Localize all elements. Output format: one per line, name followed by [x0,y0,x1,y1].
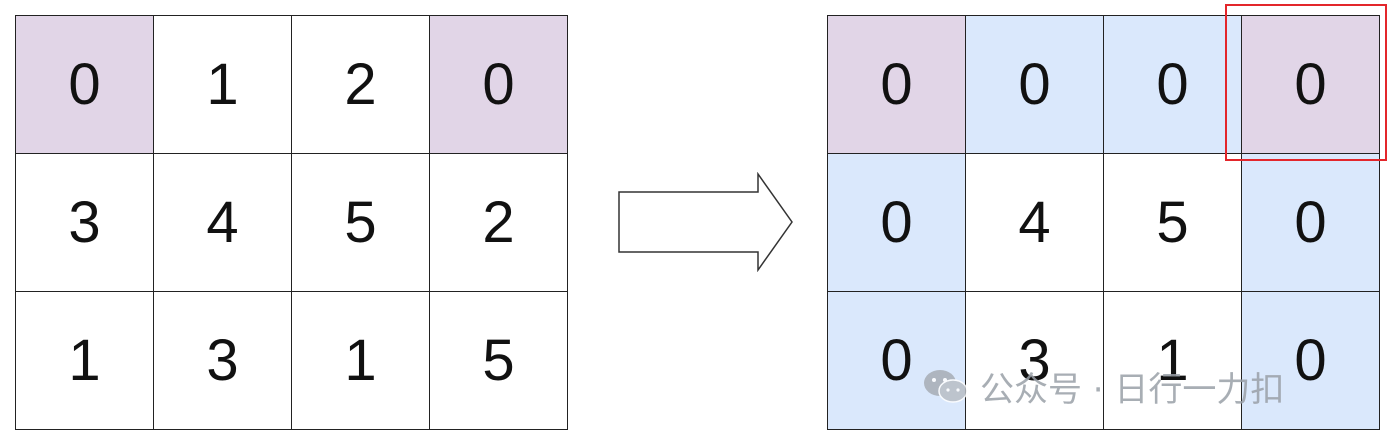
transform-arrow-icon [618,172,793,272]
matrix-cell: 0 [16,16,154,154]
matrix-cell: 1 [1104,292,1242,430]
matrix-cell: 0 [1242,154,1380,292]
matrix-cell: 0 [828,154,966,292]
matrix-cell: 5 [1104,154,1242,292]
matrix-cell: 5 [292,154,430,292]
matrix-cell: 0 [1242,16,1380,154]
matrix-cell: 3 [154,292,292,430]
matrix-cell: 4 [154,154,292,292]
matrix-cell: 0 [966,16,1104,154]
matrix-cell: 1 [154,16,292,154]
matrix-cell: 1 [292,292,430,430]
wechat-icon [924,369,968,403]
matrix-cell: 1 [16,292,154,430]
watermark: 公众号 · 日行一力扣 [922,362,1284,411]
matrix-cell: 4 [966,154,1104,292]
matrix-cell: 2 [292,16,430,154]
highlighted-corner-cell [1225,4,1387,161]
matrix-cell: 0 [1242,292,1380,430]
matrix-cell: 5 [430,292,568,430]
matrix-cell: 0 [430,16,568,154]
watermark-text: 公众号 · 日行一力扣 [980,370,1285,410]
matrix-cell: 0 [828,16,966,154]
matrix-cell: 3 [966,292,1104,430]
matrix-cell: 0 [828,292,966,430]
matrix-cell: 0 [1104,16,1242,154]
matrix-cell: 3 [16,154,154,292]
matrix-cell: 2 [430,154,568,292]
